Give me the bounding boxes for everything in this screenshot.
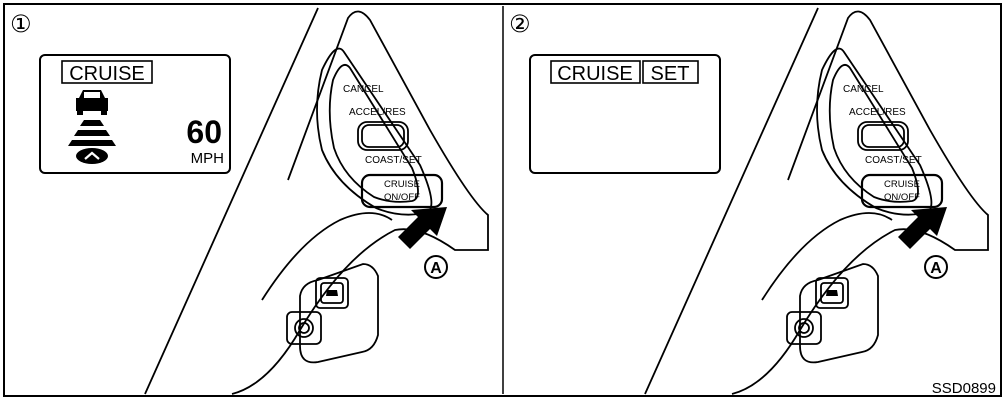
cruise-onoff-button-1 [360, 173, 444, 209]
spoke-outline-outer-2 [731, 10, 989, 395]
own-vehicle-icon [76, 148, 108, 164]
callout-a-2: A [924, 255, 948, 279]
lower-switch-panel-1 [299, 263, 379, 364]
switch-panel-inner-2 [828, 64, 919, 203]
set-speed-value-1: 60 [186, 114, 222, 150]
accel-res-label-2: ACCEL/RES [849, 107, 906, 118]
switch-panel-outline-1 [316, 47, 433, 216]
onoff-label-1: ON/OFF [384, 192, 420, 203]
steering-rim-line-2 [644, 7, 819, 395]
vehicle-ahead-icon [76, 90, 108, 115]
spoke-edge-1 [261, 212, 393, 301]
figure-frame [3, 3, 1002, 397]
figure-code: SSD0899 [931, 380, 996, 397]
switch-panel-outline-2 [816, 47, 933, 216]
accel-res-button-1 [357, 121, 409, 151]
accel-res-button-2 [857, 121, 909, 151]
cruise-indicator-1: CRUISE [69, 63, 145, 85]
cruise-onoff-button-2 [860, 173, 944, 209]
cruise-label-2: CRUISE [884, 179, 920, 190]
cancel-label-1: CANCEL [343, 84, 384, 95]
distance-switch-icon-1 [326, 290, 338, 296]
cancel-label-2: CANCEL [843, 84, 884, 95]
cruise-label-1: CRUISE [384, 179, 420, 190]
press-arrow-2 [898, 207, 947, 249]
press-arrow-1 [398, 207, 447, 249]
distance-switch-1 [315, 277, 349, 309]
callout-a-1: A [424, 255, 448, 279]
spoke-edge-2 [761, 212, 893, 301]
switch-panel-inner-1 [328, 64, 419, 203]
steering-wheel-2 [644, 7, 989, 395]
panel-1: ① CRUISE 60 MPH [10, 7, 489, 395]
cluster-display-1 [39, 54, 231, 174]
lower-switch-2 [786, 311, 822, 345]
step-marker-2: ② [509, 11, 531, 38]
lower-switch-1 [286, 311, 322, 345]
distance-bars-icon [68, 120, 116, 146]
distance-switch-2 [815, 277, 849, 309]
cruise-indicator-box-1 [61, 60, 153, 84]
cruise-indicator-2: CRUISE [557, 63, 633, 85]
lower-switch-panel-2 [799, 263, 879, 364]
set-indicator-box-2 [642, 60, 699, 84]
steering-rim-line-1 [144, 7, 319, 395]
svg-text:A: A [430, 260, 442, 277]
cruise-indicator-box-2 [550, 60, 641, 84]
steering-wheel-1 [144, 7, 489, 395]
coast-set-label-1: COAST/SET [365, 155, 422, 166]
onoff-label-2: ON/OFF [884, 192, 920, 203]
speed-unit-1: MPH [191, 150, 224, 167]
spoke-outline-outer-1 [231, 10, 489, 395]
cluster-display-2 [529, 54, 721, 174]
accel-res-label-1: ACCEL/RES [349, 107, 406, 118]
coast-set-label-2: COAST/SET [865, 155, 922, 166]
set-indicator-2: SET [651, 63, 690, 85]
panel-2: ② CRUISE SET CANCEL ACCEL/RES COAST/S [509, 7, 989, 395]
distance-switch-icon-2 [826, 290, 838, 296]
step-marker-1: ① [10, 11, 32, 38]
svg-text:A: A [930, 260, 942, 277]
